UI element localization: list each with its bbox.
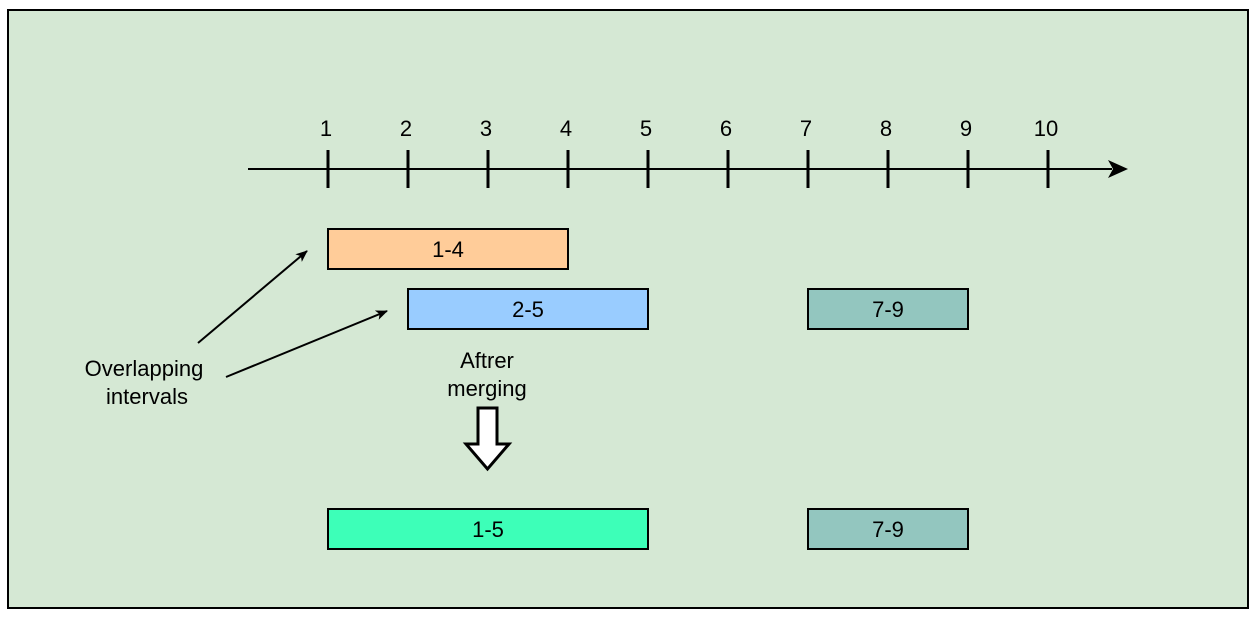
tick-label-9: 9	[960, 116, 972, 141]
interval-1-4: 1-4	[327, 228, 569, 270]
tick-label-1: 1	[320, 116, 332, 141]
merging-annotation: Aftrer merging	[447, 348, 527, 472]
tick-label-2: 2	[400, 116, 412, 141]
overlapping-annotation: Overlapping intervals	[85, 250, 388, 409]
interval-7-9-box	[807, 288, 969, 330]
overlapping-label-line2: intervals	[106, 384, 188, 409]
merging-label-line2: merging	[447, 376, 526, 401]
intervals-after: 1-5 7-9	[327, 508, 969, 550]
interval-2-5: 2-5	[407, 288, 649, 330]
interval-7-9-merged: 7-9	[807, 508, 969, 550]
tick-label-6: 6	[720, 116, 732, 141]
merging-label-line1: Aftrer	[460, 348, 514, 373]
interval-1-4-box	[327, 228, 569, 270]
tick-label-4: 4	[560, 116, 572, 141]
tick-label-8: 8	[880, 116, 892, 141]
interval-7-9-merged-label: 7-9	[872, 517, 904, 542]
interval-2-5-label: 2-5	[512, 297, 544, 322]
pointer-arrow-to-2-5	[225, 310, 388, 378]
tick-label-7: 7	[800, 116, 812, 141]
number-line-arrowhead	[1108, 160, 1128, 178]
overlapping-label-line1: Overlapping	[85, 356, 204, 381]
tick-label-3: 3	[480, 116, 492, 141]
tick-label-5: 5	[640, 116, 652, 141]
interval-1-5: 1-5	[327, 508, 649, 550]
down-arrow-icon	[462, 406, 513, 472]
number-line: 1 2 3 4 5 6 7 8 9 10	[248, 116, 1128, 188]
interval-7-9: 7-9	[807, 288, 969, 330]
interval-7-9-merged-box	[807, 508, 969, 550]
interval-2-5-box	[407, 288, 649, 330]
interval-1-5-label: 1-5	[472, 517, 504, 542]
pointer-arrow-to-1-4	[197, 250, 308, 344]
interval-7-9-label: 7-9	[872, 297, 904, 322]
intervals-before: 1-4 2-5 7-9	[327, 228, 969, 330]
interval-1-4-label: 1-4	[432, 237, 464, 262]
interval-1-5-box	[327, 508, 649, 550]
tick-label-10: 10	[1034, 116, 1058, 141]
